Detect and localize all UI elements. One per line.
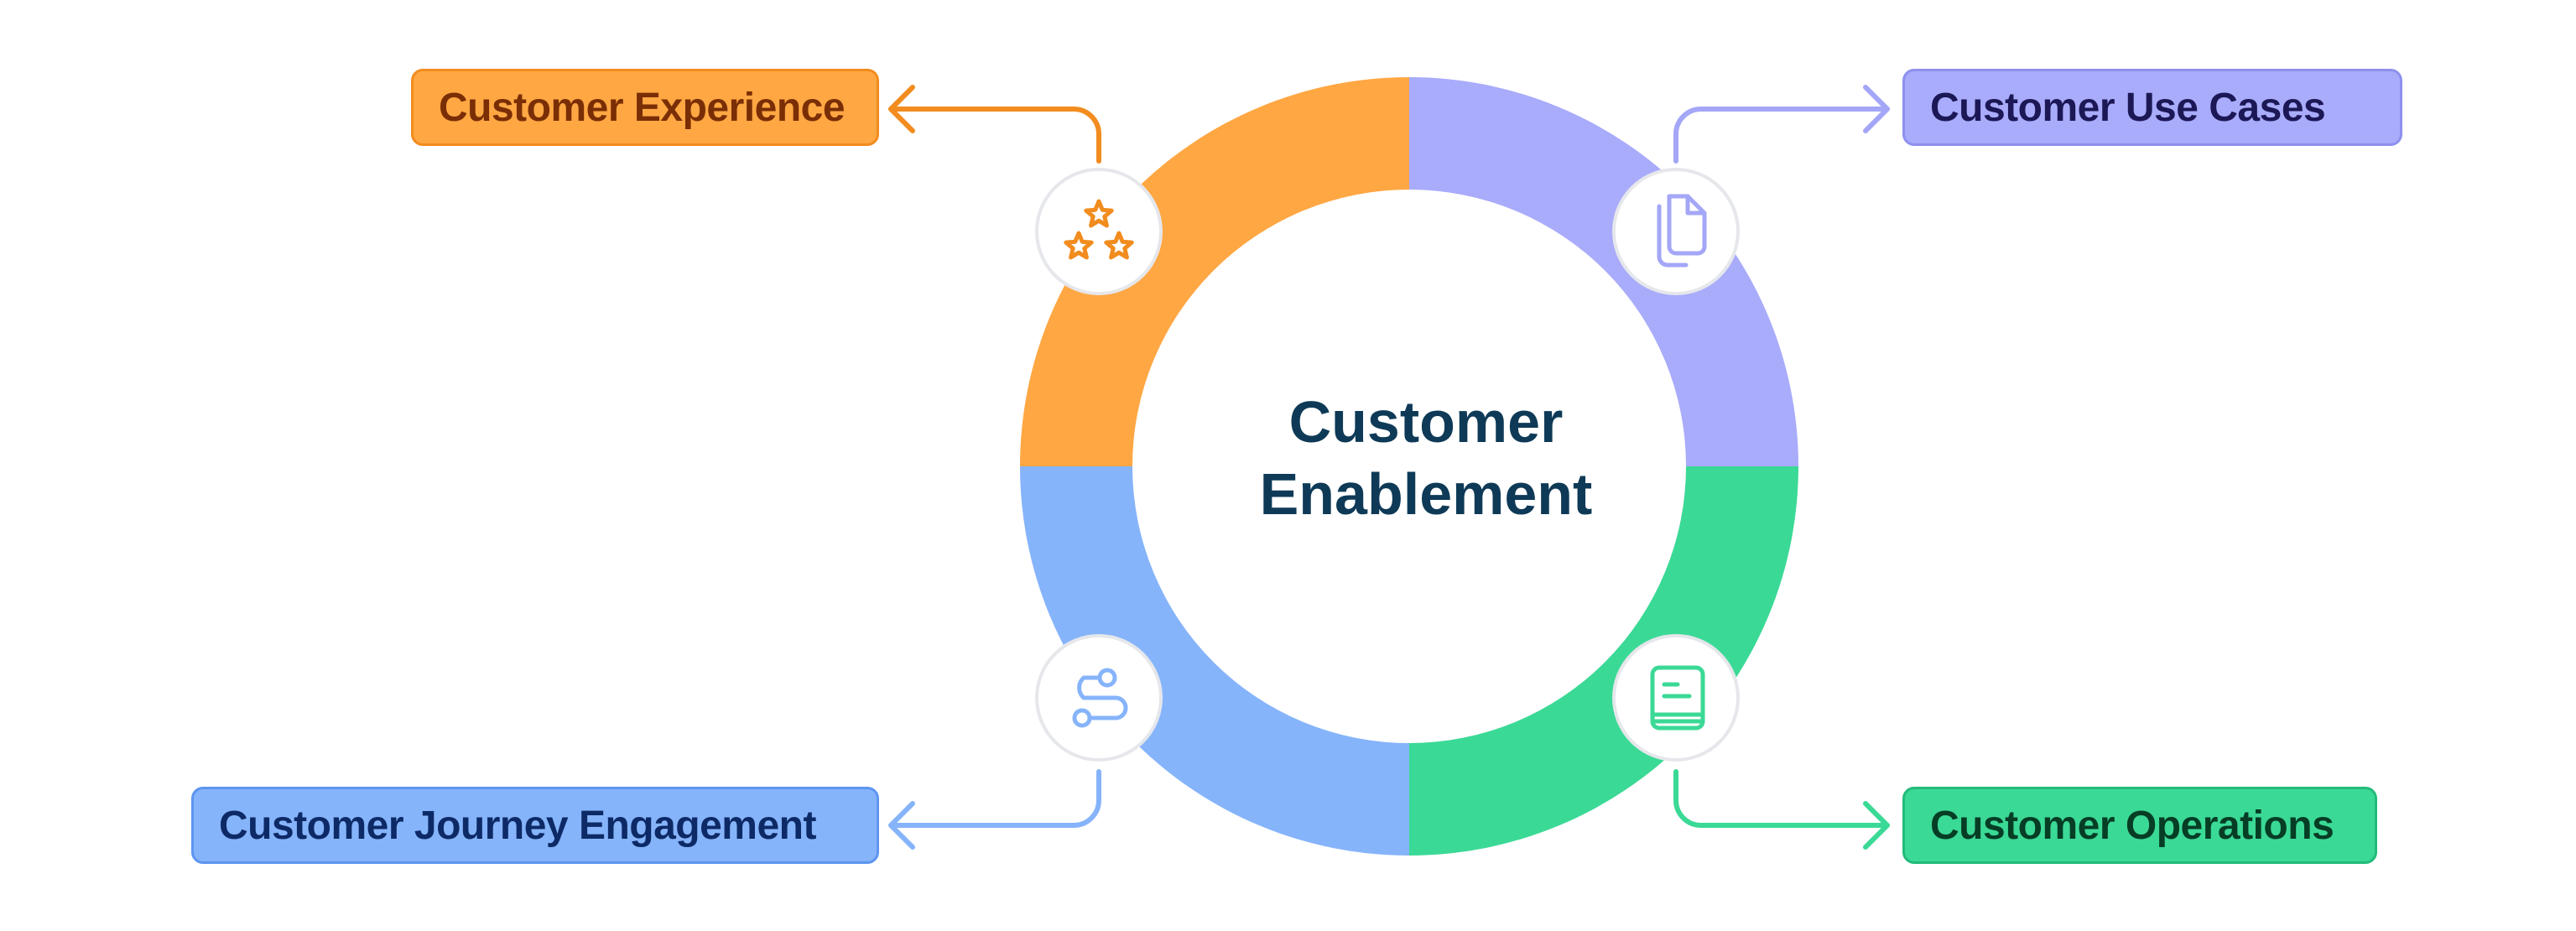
label-customer-experience: Customer Experience	[411, 69, 879, 146]
book-icon	[1650, 665, 1705, 731]
ring-segment-experience	[1020, 77, 1409, 466]
icon-badge-usecases	[1612, 168, 1740, 295]
label-customer-journey-engagement: Customer Journey Engagement	[191, 787, 879, 864]
label-customer-operations: Customer Operations	[1902, 787, 2377, 864]
icon-badge-operations	[1612, 634, 1740, 762]
ring-segment-operations	[1409, 466, 1798, 856]
star-shape	[1104, 231, 1134, 260]
label-customer-use-cases: Customer Use Cases	[1902, 69, 2402, 146]
label-customer-experience-text: Customer Experience	[439, 85, 846, 130]
ring-segment-journey	[1020, 466, 1409, 856]
icon-badge-journey	[1035, 634, 1163, 762]
icon-badge-experience	[1035, 168, 1163, 295]
route-icon	[1072, 668, 1128, 728]
label-customer-journey-engagement-text: Customer Journey Engagement	[219, 803, 816, 848]
connector-arrow-operations	[1673, 769, 1890, 850]
connector-arrow-usecases	[1673, 85, 1890, 164]
connector-arrow-experience	[888, 85, 1101, 164]
connector-arrow-journey	[888, 769, 1101, 850]
center-title: Customer Enablement	[1132, 386, 1720, 530]
star-shape	[1064, 231, 1094, 260]
label-customer-use-cases-text: Customer Use Cases	[1930, 85, 2326, 130]
document-copy-icon	[1657, 194, 1707, 268]
center-title-line1: Customer	[1288, 389, 1564, 455]
ring-segment-usecases	[1409, 77, 1798, 466]
stars-icon	[1064, 199, 1134, 260]
center-title-line2: Enablement	[1259, 461, 1593, 527]
label-customer-operations-text: Customer Operations	[1930, 803, 2334, 848]
star-shape	[1084, 199, 1114, 228]
